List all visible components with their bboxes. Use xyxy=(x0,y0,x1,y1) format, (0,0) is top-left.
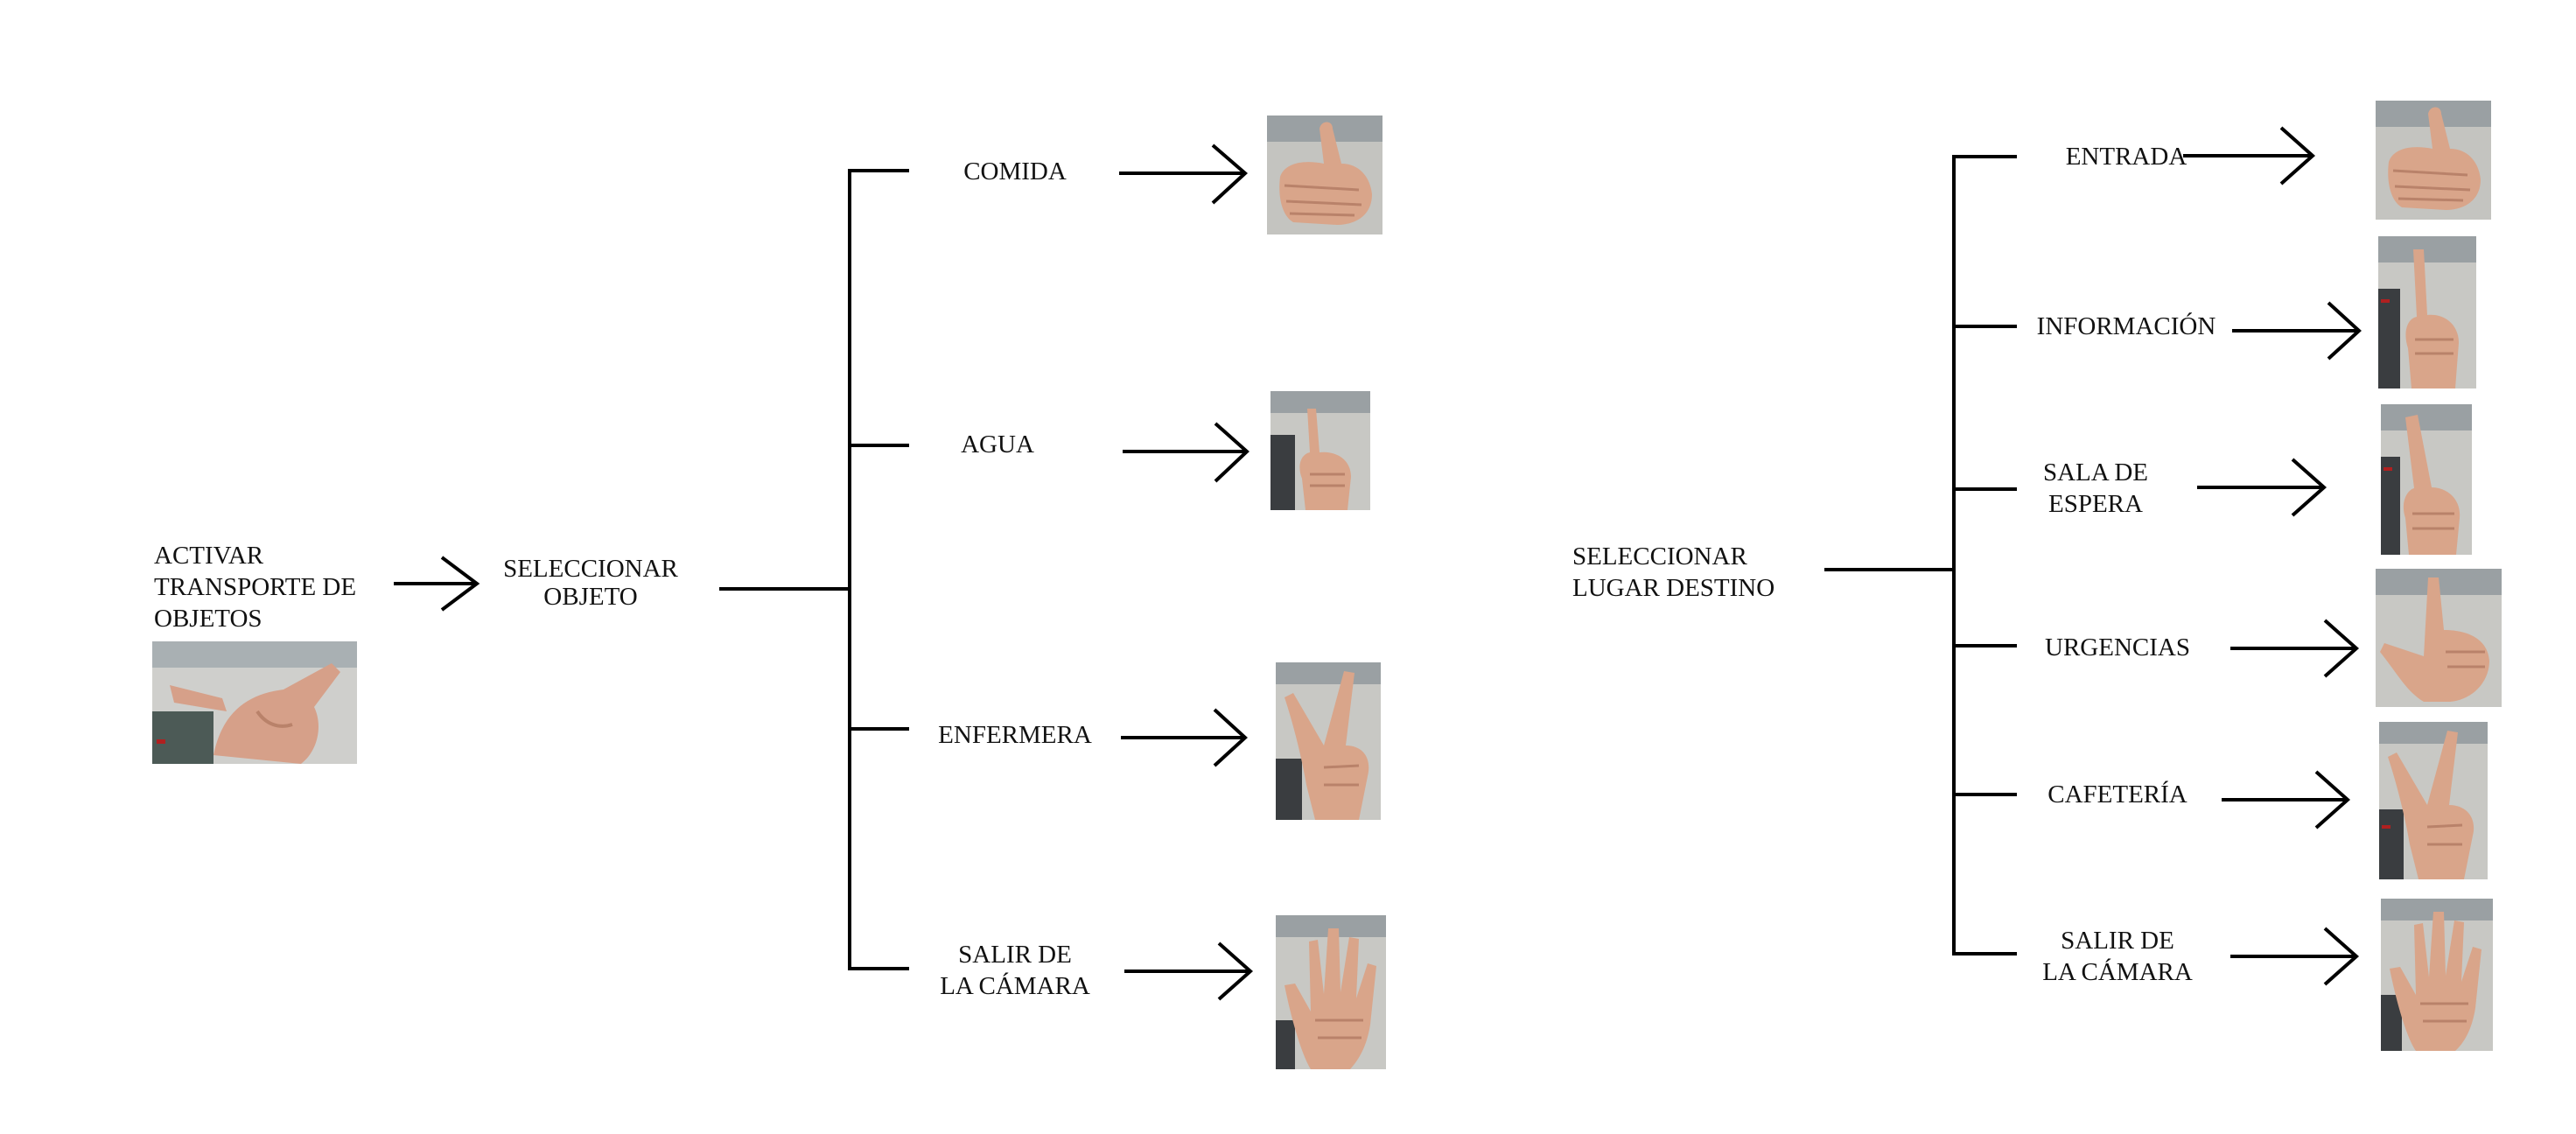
index-finger-up-hand-photo xyxy=(2381,404,2472,555)
option-enfermera-label: ENFERMERA xyxy=(938,721,1092,749)
right-flow-connectors xyxy=(1824,126,2362,986)
option-comida-label: COMIDA xyxy=(963,158,1067,186)
l-shape-hand-photo xyxy=(2376,569,2502,707)
option-informacion-label: INFORMACIÓN xyxy=(2036,312,2216,340)
two-fingers-up-hand-photo xyxy=(1276,662,1381,820)
open-palm-hand-photo xyxy=(1276,915,1386,1069)
thumbs-up-hand-photo xyxy=(1267,116,1382,234)
two-fingers-up-hand-photo xyxy=(2379,722,2488,879)
option-urgencias-label: URGENCIAS xyxy=(2045,634,2190,662)
select-object-label: SELECCIONAR OBJETO xyxy=(503,555,678,611)
option-salir-camara-right-label: SALIR DE LA CÁMARA xyxy=(2042,927,2193,986)
open-palm-hand-photo xyxy=(2381,899,2493,1051)
activate-transport-label: ACTIVAR TRANSPORTE DE OBJETOS xyxy=(154,542,357,633)
thumbs-up-hand-photo xyxy=(2376,101,2491,220)
left-flow-connectors xyxy=(394,144,1254,1001)
option-cafeteria-label: CAFETERÍA xyxy=(2048,780,2188,808)
option-salir-camara-left-label: SALIR DE LA CÁMARA xyxy=(940,941,1090,1000)
thumb-and-index-hand-photo xyxy=(152,641,357,764)
index-finger-up-hand-photo xyxy=(1270,391,1370,510)
option-agua-label: AGUA xyxy=(961,430,1034,458)
option-sala-espera-label: SALA DE ESPERA xyxy=(2042,458,2149,518)
index-finger-up-hand-photo xyxy=(2378,236,2476,388)
arrowhead-activate xyxy=(440,556,480,612)
option-entrada-label: ENTRADA xyxy=(2065,143,2188,171)
select-destination-label: SELECCIONAR LUGAR DESTINO xyxy=(1572,542,1775,602)
